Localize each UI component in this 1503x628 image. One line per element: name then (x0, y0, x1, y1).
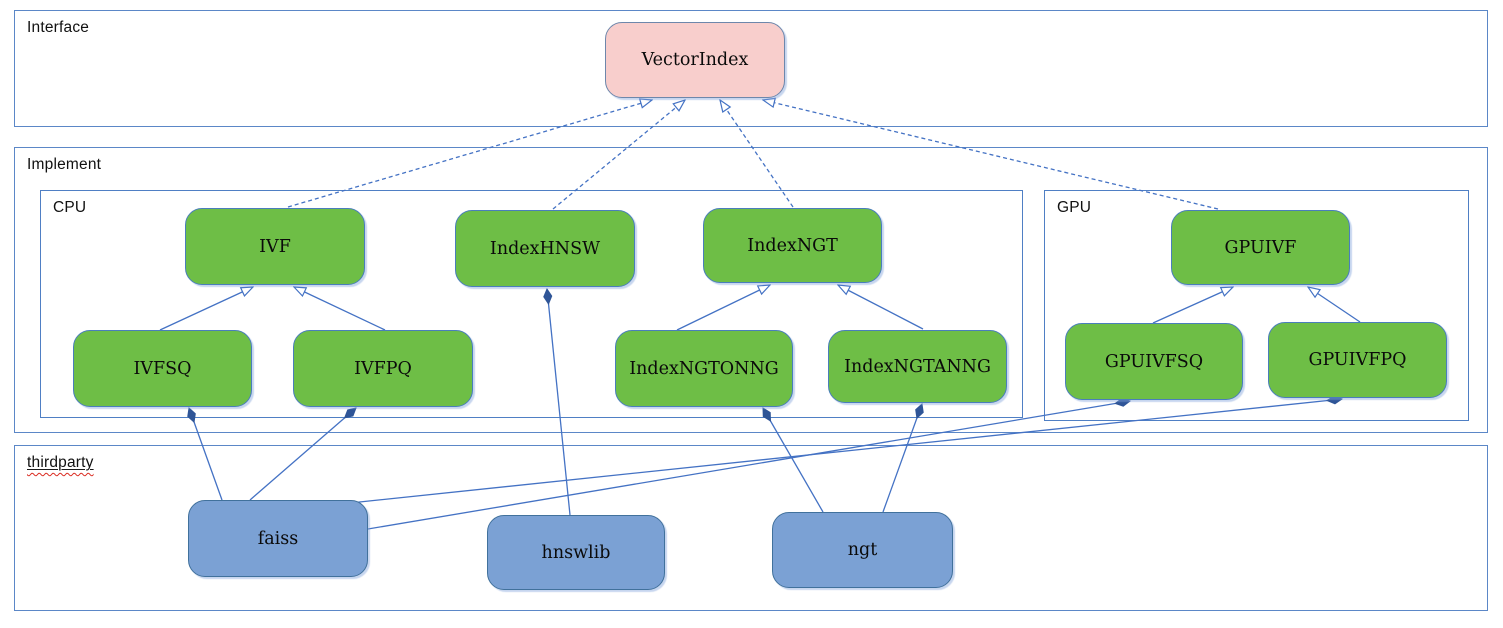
node-indexngtanng: IndexNGTANNG (828, 330, 1007, 403)
section-implement-label: Implement (27, 156, 102, 173)
node-hnswlib: hnswlib (487, 515, 665, 590)
node-gpuivfpq-label: GPUIVFPQ (1308, 350, 1407, 370)
node-gpuivfsq: GPUIVFSQ (1065, 323, 1243, 400)
node-indexngtonng: IndexNGTONNG (615, 330, 793, 407)
node-indexhnsw: IndexHNSW (455, 210, 635, 287)
node-gpuivfpq: GPUIVFPQ (1268, 322, 1447, 398)
section-cpu-label: CPU (53, 199, 87, 216)
node-ivfpq: IVFPQ (293, 330, 473, 407)
node-ivfpq-label: IVFPQ (354, 358, 412, 379)
node-ngt: ngt (772, 512, 953, 588)
node-gpuivf: GPUIVF (1171, 210, 1350, 285)
node-ngt-label: ngt (847, 540, 878, 560)
node-indexngtonng-label: IndexNGTONNG (629, 358, 779, 379)
node-hnswlib-label: hnswlib (541, 542, 611, 563)
node-indexngt: IndexNGT (703, 208, 882, 283)
section-gpu-label: GPU (1057, 199, 1092, 216)
node-vectorindex: VectorIndex (605, 22, 785, 98)
node-gpuivf-label: GPUIVF (1224, 237, 1297, 258)
node-ivf-label: IVF (259, 236, 291, 257)
node-faiss: faiss (188, 500, 368, 577)
node-ivf: IVF (185, 208, 365, 285)
node-faiss-label: faiss (257, 528, 299, 549)
node-indexngt-label: IndexNGT (747, 235, 838, 256)
section-interface-label: Interface (27, 19, 90, 36)
section-thirdparty-label: thirdparty (27, 454, 94, 471)
node-gpuivfsq-label: GPUIVFSQ (1104, 351, 1204, 372)
node-ivfsq: IVFSQ (73, 330, 252, 407)
node-vectorindex-label: VectorIndex (641, 50, 749, 70)
node-indexhnsw-label: IndexHNSW (489, 238, 601, 259)
node-indexngtanng-label: IndexNGTANNG (844, 356, 991, 377)
node-ivfsq-label: IVFSQ (133, 358, 192, 379)
